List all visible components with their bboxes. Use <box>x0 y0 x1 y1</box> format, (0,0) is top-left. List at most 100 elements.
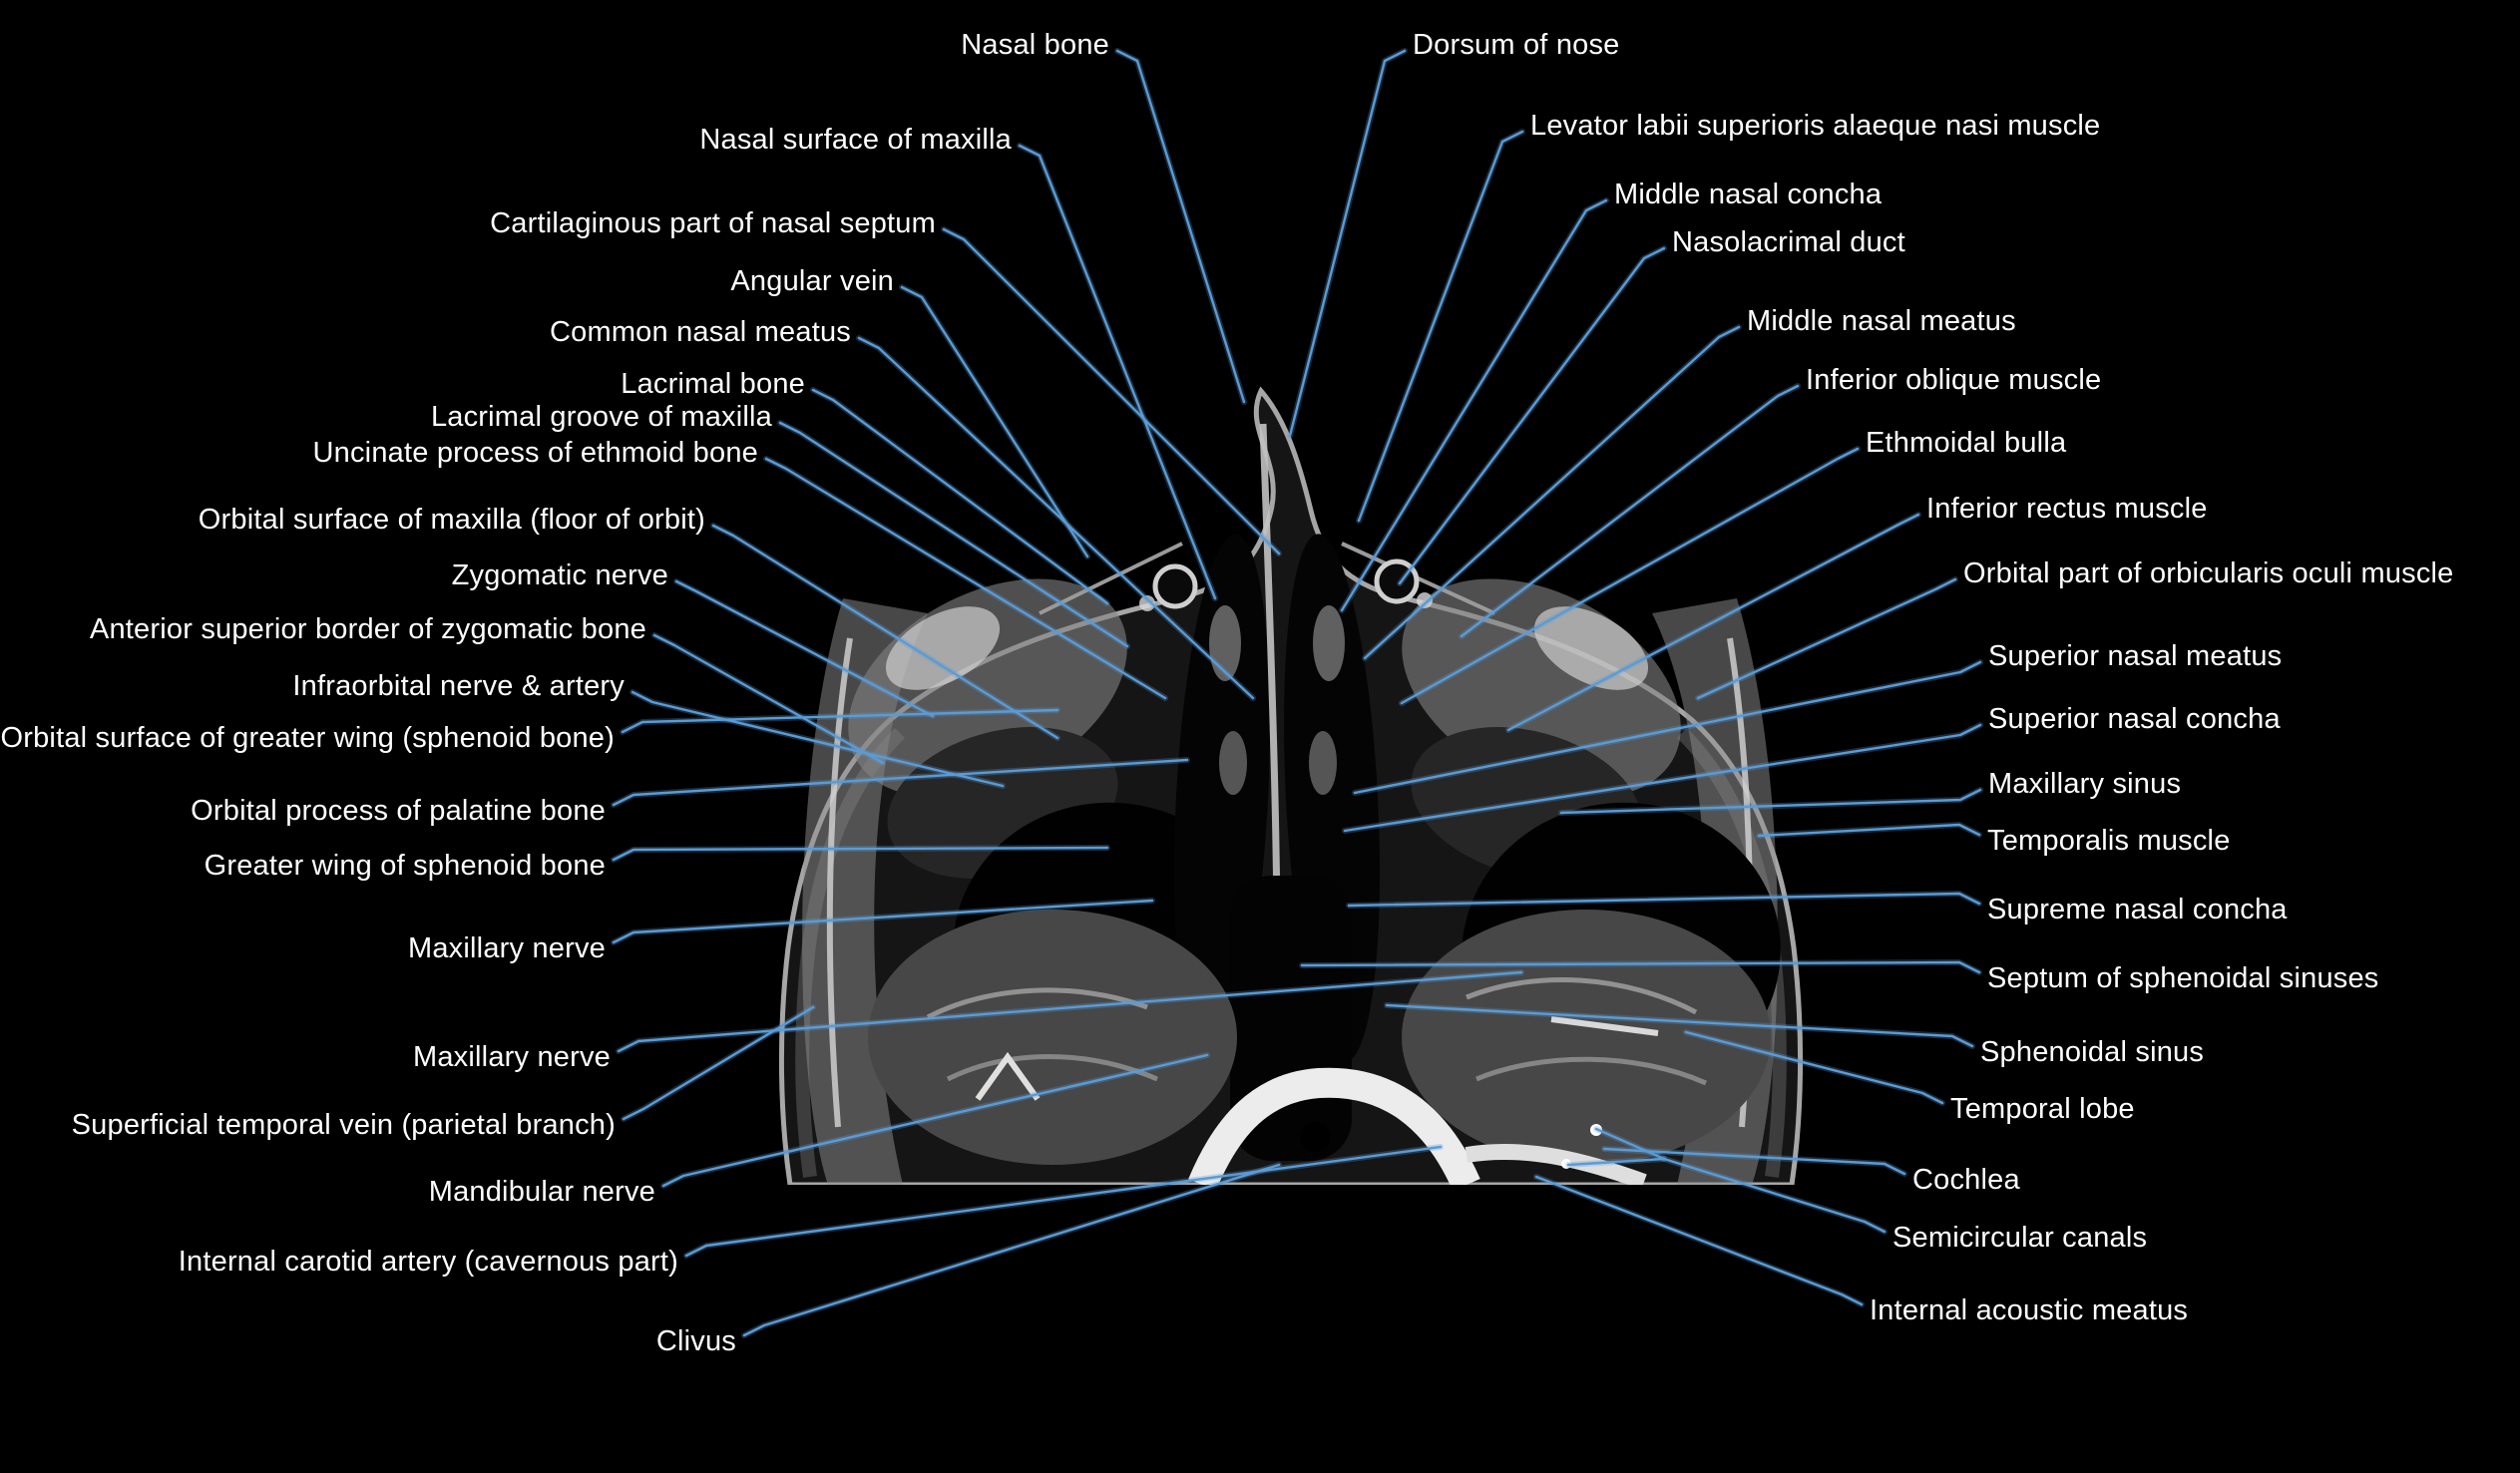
anatomy-label-temporalis-muscle[interactable]: Temporalis muscle <box>1987 825 2231 857</box>
temporal-gyri-right-1 <box>1466 977 1698 1015</box>
leader-line <box>622 1005 815 1121</box>
anatomy-label-angular-vein[interactable]: Angular vein <box>730 265 894 297</box>
leader-line <box>1339 197 1609 613</box>
anatomy-label-middle-nasal-concha[interactable]: Middle nasal concha <box>1614 179 1883 210</box>
cheek-highlight-right <box>1533 606 1649 690</box>
mri-crop-edge <box>688 1185 1905 1275</box>
leader-line <box>1363 325 1741 660</box>
carotid-canal-hole <box>1300 1122 1330 1152</box>
anatomy-label-septum-of-sphenoidal-sinuses[interactable]: Septum of sphenoidal sinuses <box>1987 962 2379 994</box>
leader-line <box>1353 660 1982 795</box>
leader-line <box>1684 1030 1944 1105</box>
anatomy-label-internal-acoustic-meatus[interactable]: Internal acoustic meatus <box>1870 1294 2189 1326</box>
leader-line <box>1757 823 1981 838</box>
temporalis-left-edge <box>826 637 853 1128</box>
anatomy-label-supreme-nasal-concha[interactable]: Supreme nasal concha <box>1987 894 2288 925</box>
anatomy-label-orbital-part-of-orbicularis-oculi-muscle[interactable]: Orbital part of orbicularis oculi muscle <box>1963 557 2454 589</box>
anatomy-label-greater-wing-of-sphenoid-bone[interactable]: Greater wing of sphenoid bone <box>204 850 606 882</box>
sphenoid-bone <box>1188 1067 1480 1192</box>
anatomy-label-mandibular-nerve[interactable]: Mandibular nerve <box>428 1176 655 1208</box>
leader-line <box>612 899 1154 944</box>
temporal-gyri-right-2 <box>1475 1056 1708 1086</box>
leader-line <box>1287 48 1408 439</box>
temporal-lobe-left-shape <box>868 910 1237 1165</box>
anatomy-label-nasal-surface-of-maxilla[interactable]: Nasal surface of maxilla <box>699 124 1012 156</box>
leader-line <box>1115 49 1246 404</box>
leader-line <box>1696 577 1957 700</box>
anatomy-label-nasal-bone[interactable]: Nasal bone <box>961 29 1109 61</box>
leader-line <box>1356 129 1525 524</box>
leader-line <box>811 388 1109 605</box>
nasolabial-line-left <box>1039 542 1183 615</box>
leader-line <box>1662 1157 1887 1234</box>
turbinate-left-2 <box>1219 731 1247 795</box>
anatomy-label-uncinate-process-of-ethmoid-bone[interactable]: Uncinate process of ethmoid bone <box>312 437 758 469</box>
anatomy-label-maxillary-nerve-1[interactable]: Maxillary nerve <box>408 932 606 964</box>
anatomy-label-nasolacrimal-duct[interactable]: Nasolacrimal duct <box>1672 226 1905 258</box>
anatomy-label-dorsum-of-nose[interactable]: Dorsum of nose <box>1413 29 1620 61</box>
anatomy-label-orbital-surface-of-maxilla[interactable]: Orbital surface of maxilla (floor of orb… <box>198 504 705 536</box>
anatomy-label-lacrimal-groove-of-maxilla[interactable]: Lacrimal groove of maxilla <box>430 401 772 433</box>
anatomy-label-semicircular-canals[interactable]: Semicircular canals <box>1892 1222 2148 1254</box>
temporal-bright-y-left <box>975 1051 1041 1101</box>
leader-line <box>1506 513 1920 732</box>
leader-line <box>630 690 1005 788</box>
nasolacrimal-ring-left <box>1152 563 1198 609</box>
anatomy-label-cartilaginous-part-of-nasal-septum[interactable]: Cartilaginous part of nasal septum <box>490 207 936 239</box>
anatomy-label-zygomatic-nerve[interactable]: Zygomatic nerve <box>451 559 668 591</box>
nasolacrimal-ring-right <box>1374 558 1420 604</box>
anatomy-label-cochlea[interactable]: Cochlea <box>1912 1164 2020 1196</box>
anatomy-label-superior-nasal-meatus[interactable]: Superior nasal meatus <box>1988 640 2283 672</box>
petrous-bone-right <box>1465 1143 1647 1190</box>
anatomy-label-superficial-temporal-vein[interactable]: Superficial temporal vein (parietal bran… <box>71 1109 616 1141</box>
leader-line <box>652 633 885 765</box>
anatomy-label-orbital-surface-of-greater-wing[interactable]: Orbital surface of greater wing (sphenoi… <box>0 722 615 754</box>
anatomy-label-infraorbital-nerve-artery[interactable]: Infraorbital nerve & artery <box>292 670 625 702</box>
anatomy-label-maxillary-nerve-2[interactable]: Maxillary nerve <box>413 1041 611 1073</box>
leader-line <box>857 336 1255 700</box>
leader-lines-layer <box>611 48 1983 1338</box>
leader-line <box>1534 1175 1864 1306</box>
anatomy-label-anterior-superior-border-of-zygomatic-bone[interactable]: Anterior superior border of zygomatic bo… <box>89 613 646 645</box>
leader-line <box>684 1145 1443 1258</box>
mri-image <box>778 386 1804 1192</box>
anatomy-label-internal-carotid-artery[interactable]: Internal carotid artery (cavernous part) <box>178 1246 678 1278</box>
leader-line <box>1594 1127 1666 1161</box>
anatomy-label-orbital-process-of-palatine-bone[interactable]: Orbital process of palatine bone <box>191 795 606 827</box>
leader-line <box>1114 48 1247 405</box>
temporal-gyri-left-2 <box>946 1054 1158 1082</box>
semicircular-canal-dot-2 <box>1561 1159 1571 1169</box>
anatomy-label-inferior-oblique-muscle[interactable]: Inferior oblique muscle <box>1806 364 2102 396</box>
anatomy-label-middle-nasal-meatus[interactable]: Middle nasal meatus <box>1747 305 2016 337</box>
anatomy-label-sphenoidal-sinus[interactable]: Sphenoidal sinus <box>1980 1036 2205 1068</box>
leader-line <box>900 285 1089 558</box>
leader-line <box>711 524 1059 740</box>
anatomy-label-inferior-rectus-muscle[interactable]: Inferior rectus muscle <box>1926 493 2208 525</box>
anatomy-label-levator-labii-superioris-alaeque-nasi-muscle[interactable]: Levator labii superioris alaeque nasi mu… <box>1530 110 2101 142</box>
leader-line <box>778 421 1129 648</box>
anatomy-label-common-nasal-meatus[interactable]: Common nasal meatus <box>550 316 851 348</box>
leader-line <box>1559 788 1982 815</box>
cheek-highlight-left <box>885 606 1001 690</box>
anatomy-label-ethmoidal-bulla[interactable]: Ethmoidal bulla <box>1866 427 2067 459</box>
anatomy-label-superior-nasal-concha[interactable]: Superior nasal concha <box>1988 703 2281 735</box>
leader-line <box>742 1163 1281 1337</box>
leader-line <box>1347 892 1981 908</box>
leader-line <box>621 708 1059 734</box>
anatomy-label-lacrimal-bone[interactable]: Lacrimal bone <box>621 368 805 400</box>
turbinate-right-1 <box>1313 605 1345 681</box>
leader-line <box>1018 144 1217 600</box>
anatomy-label-maxillary-sinus[interactable]: Maxillary sinus <box>1988 768 2182 800</box>
medial-orbit-spot-left <box>1139 595 1155 611</box>
anatomy-label-clivus[interactable]: Clivus <box>655 1325 736 1357</box>
leader-line <box>942 227 1281 555</box>
anatomy-label-temporal-lobe[interactable]: Temporal lobe <box>1950 1093 2135 1125</box>
leader-line <box>1385 1003 1974 1048</box>
leader-line <box>1398 246 1666 585</box>
leader-line <box>661 1053 1209 1188</box>
temporal-bright-streak-right <box>1550 1016 1659 1036</box>
leader-line <box>617 970 1523 1053</box>
leader-line <box>612 846 1109 862</box>
